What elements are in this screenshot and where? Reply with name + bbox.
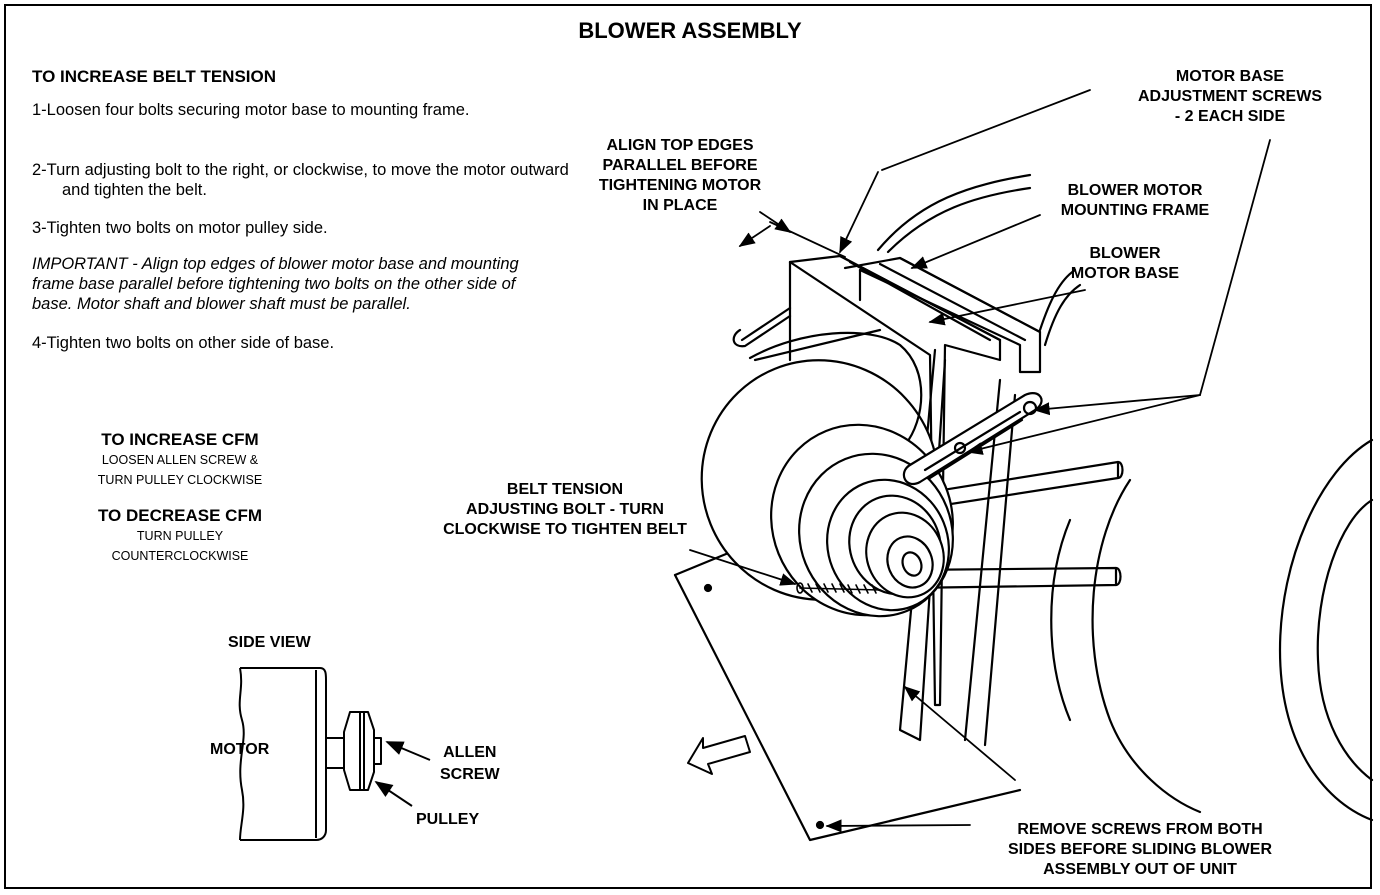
belt-line-3: CLOCKWISE TO TIGHTEN BELT <box>443 521 687 538</box>
side-view-motor-label: MOTOR <box>210 741 270 758</box>
belt-tension-heading: TO INCREASE BELT TENSION <box>32 67 277 86</box>
increase-cfm-line-1: LOOSEN ALLEN SCREW & <box>101 453 259 467</box>
cfm-block: TO INCREASE CFM LOOSEN ALLEN SCREW & TUR… <box>80 430 280 566</box>
belt-tension-bolt <box>796 582 881 594</box>
allen-line-2: SCREW <box>440 766 500 783</box>
increase-cfm-heading: TO INCREASE CFM <box>101 430 259 449</box>
belt-line-1: BELT TENSION <box>506 481 624 498</box>
belt-line-2: ADJUSTING BOLT - TURN <box>466 501 664 518</box>
base-line-1: BLOWER <box>1089 245 1161 262</box>
callout-leaders <box>689 89 1271 833</box>
important-note: IMPORTANT - Align top edges of blower mo… <box>32 255 519 313</box>
blower-motor-mounting-frame-callout: BLOWER MOTOR MOUNTING FRAME <box>1020 181 1250 221</box>
instruction-step-4: 4-Tighten two bolts on other side of bas… <box>32 334 335 352</box>
blower-housing <box>1050 438 1374 822</box>
side-view-pulley-label: PULLEY <box>416 811 480 828</box>
frame-line-2: MOUNTING FRAME <box>1060 202 1210 219</box>
remove-screws-callout: REMOVE SCREWS FROM BOTH SIDES BEFORE SLI… <box>950 820 1330 880</box>
belt-tension-bolt-callout: BELT TENSION ADJUSTING BOLT - TURN CLOCK… <box>385 480 745 540</box>
increase-cfm-line-2: TURN PULLEY CLOCKWISE <box>97 473 263 487</box>
side-view-diagram <box>238 667 431 841</box>
align-line-1: ALIGN TOP EDGES <box>606 137 754 154</box>
remove-line-1: REMOVE SCREWS FROM BOTH <box>1017 821 1263 838</box>
decrease-cfm-line-1: TURN PULLEY <box>136 529 224 543</box>
remove-line-3: ASSEMBLY OUT OF UNIT <box>1043 861 1237 878</box>
instruction-step-1: 1-Loosen four bolts securing motor base … <box>32 101 470 119</box>
motor-base-adjustment-screws-callout: MOTOR BASE ADJUSTMENT SCREWS - 2 EACH SI… <box>1100 67 1360 127</box>
instruction-step-2: 2-Turn adjusting bolt to the right, or c… <box>32 161 569 199</box>
align-line-3: TIGHTENING MOTOR <box>598 177 762 194</box>
instruction-step-3: 3-Tighten two bolts on motor pulley side… <box>32 219 328 237</box>
diagram-title: BLOWER ASSEMBLY <box>578 18 802 43</box>
side-view-heading: SIDE VIEW <box>228 634 311 651</box>
remove-line-2: SIDES BEFORE SLIDING BLOWER <box>1007 841 1272 858</box>
side-view-allen-screw-label: ALLEN SCREW <box>440 742 500 786</box>
frame-line-1: BLOWER MOTOR <box>1067 182 1203 199</box>
decrease-cfm-heading: TO DECREASE CFM <box>97 506 263 525</box>
adj-line-2: ADJUSTMENT SCREWS <box>1137 88 1322 105</box>
motor-pulley <box>848 494 945 599</box>
decrease-cfm-line-2: COUNTERCLOCKWISE <box>111 549 249 563</box>
allen-line-1: ALLEN <box>443 744 497 761</box>
base-line-2: MOTOR BASE <box>1070 265 1180 282</box>
adj-line-3: - 2 EACH SIDE <box>1174 108 1286 125</box>
blower-motor-base-callout: BLOWER MOTOR BASE <box>1030 244 1220 284</box>
align-line-2: PARALLEL BEFORE <box>602 157 758 174</box>
slide-direction-arrow <box>687 735 751 775</box>
align-line-4: IN PLACE <box>642 197 718 214</box>
diagram-frame <box>4 4 1372 889</box>
adj-line-1: MOTOR BASE <box>1175 68 1285 85</box>
align-edges-callout: ALIGN TOP EDGES PARALLEL BEFORE TIGHTENI… <box>560 136 800 216</box>
